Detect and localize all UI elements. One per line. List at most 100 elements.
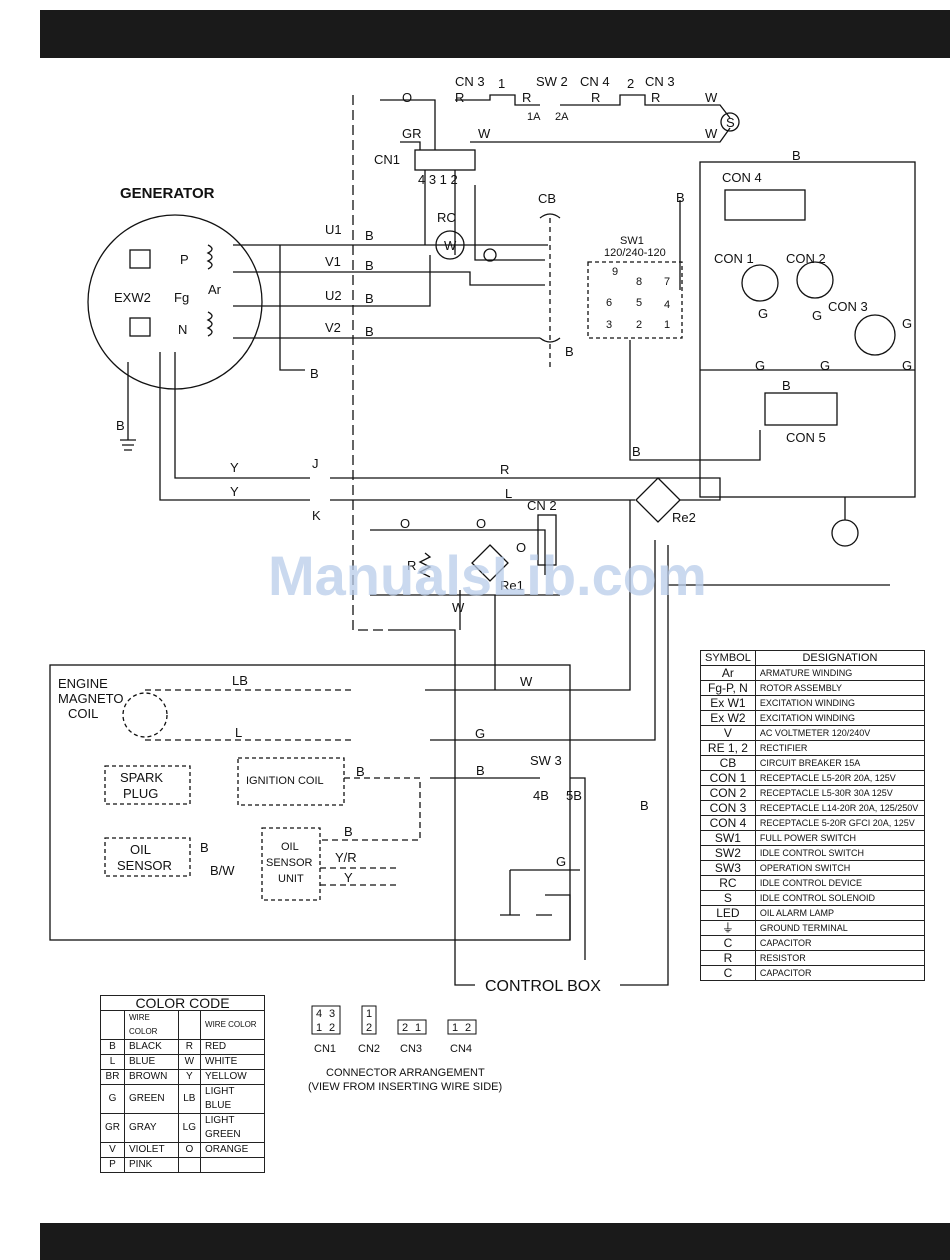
control-box-outline-top [352,95,390,631]
gen-n-label: N [178,322,187,337]
cn2-pin-1: 1 [366,1008,372,1020]
g-wire-2: G [820,358,830,373]
color-cell: G [100,1084,125,1114]
oil-sensor-2: SENSOR [117,858,172,873]
designation-cell: OPERATION SWITCH [754,860,926,876]
oil-sensor-unit-box [261,827,321,901]
cn3-pin-1: 1 [415,1022,421,1034]
sw1-label: SW1 [620,235,644,247]
wire-w-cn2: W [452,600,465,615]
control-box-outline-left [390,629,475,986]
cn3-pin-2: 2 [402,1022,408,1034]
color-cell: V [100,1142,125,1158]
sw1-pin-1: 1 [664,319,670,331]
cn2-label: CN 2 [527,498,557,513]
g-wire-3: G [902,358,912,373]
cn4-pin-2: 2 [627,76,634,91]
symbol-cell: Ex W1 [700,695,756,711]
con5-b: B [782,378,791,393]
wire-color-header-left: WIRE COLOR [124,1010,179,1040]
designation-cell: FULL POWER SWITCH [754,830,926,846]
sw3-4b: 4B [533,788,549,803]
color-cell: LIGHT BLUE [200,1084,265,1114]
wire-g-engine [430,540,656,741]
re2-rectifier [635,477,681,523]
wire-r-re2: R [500,462,509,477]
wire-b-v2: B [365,324,374,339]
color-cell: BR [100,1069,125,1085]
re1-label: Re1 [500,578,524,593]
wire-b-unit: B [344,824,353,839]
symbol-cell: Fg-P, N [700,680,756,696]
sw1-pin-4: 4 [664,299,670,311]
color-cell: LIGHT GREEN [200,1113,265,1143]
wire-w-2: W [478,126,491,141]
wire-w-engine [425,500,631,691]
wire-w-1: W [705,90,718,105]
symbol-cell: CB [700,755,756,771]
wire-lb: LB [232,673,248,688]
cn1-caption: CN1 [314,1043,336,1055]
color-cell: GRAY [124,1113,179,1143]
symbol-cell: CON 3 [700,800,756,816]
designation-cell: ROTOR ASSEMBLY [754,680,926,696]
color-cell: P [100,1157,125,1173]
rc-device [435,230,465,260]
wire-u2 [233,255,431,307]
color-cell [200,1157,265,1173]
wire-g-sw3: G [556,854,566,869]
con1-g: G [758,306,768,321]
cn3-caption: CN3 [400,1043,422,1055]
watermark: ManualsLib.com [268,544,707,607]
con5-label: CON 5 [786,430,826,445]
color-cell: Y [177,1069,202,1085]
con2-g: G [812,308,822,323]
wire-b-ground: B [116,418,125,433]
v1-label: V1 [325,254,341,269]
color-cell: R [177,1039,202,1055]
sw2-1a: 1A [527,111,541,123]
solenoid-s [720,112,740,132]
header-band [40,10,950,58]
wire-y-unit: Y [344,870,353,885]
wire-o-cn2-1: O [400,516,410,531]
color-cell: B [100,1039,125,1055]
symbol-cell: SW1 [700,830,756,846]
cn1-pins: 4 3 1 2 [418,172,458,187]
ignition-coil-box [237,757,345,806]
designation-cell: RECEPTACLE L5-20R 20A, 125V [754,770,926,786]
wire-w-engine-label: W [520,674,533,689]
armature-coil-bottom [206,311,213,337]
engine-label-3: COIL [68,706,98,721]
gen-fg-label: Fg [174,290,189,305]
wire-b-v1: B [365,258,374,273]
cn4-pin-2: 2 [465,1022,471,1034]
sw2-label: SW 2 [536,74,568,89]
color-cell: GREEN [124,1084,179,1114]
symbol-row: ⏚GROUND TERMINAL [700,920,926,936]
gen-p-label: P [180,252,189,267]
wire-j: J [312,456,319,471]
designation-cell: EXCITATION WINDING [754,710,926,726]
con4-label: CON 4 [722,170,762,185]
color-cell: RED [200,1039,265,1055]
cn2-pin-2: 2 [366,1022,372,1034]
armature-coil-top [206,244,213,270]
gen-exw2-label: EXW2 [114,290,151,305]
designation-cell: RESISTOR [754,950,926,966]
symbol-cell: ⏚ [700,920,756,936]
designation-cell: CAPACITOR [754,965,926,981]
symbol-cell: LED [700,905,756,921]
symbol-cell: SW2 [700,845,756,861]
symbol-cell: C [700,965,756,981]
